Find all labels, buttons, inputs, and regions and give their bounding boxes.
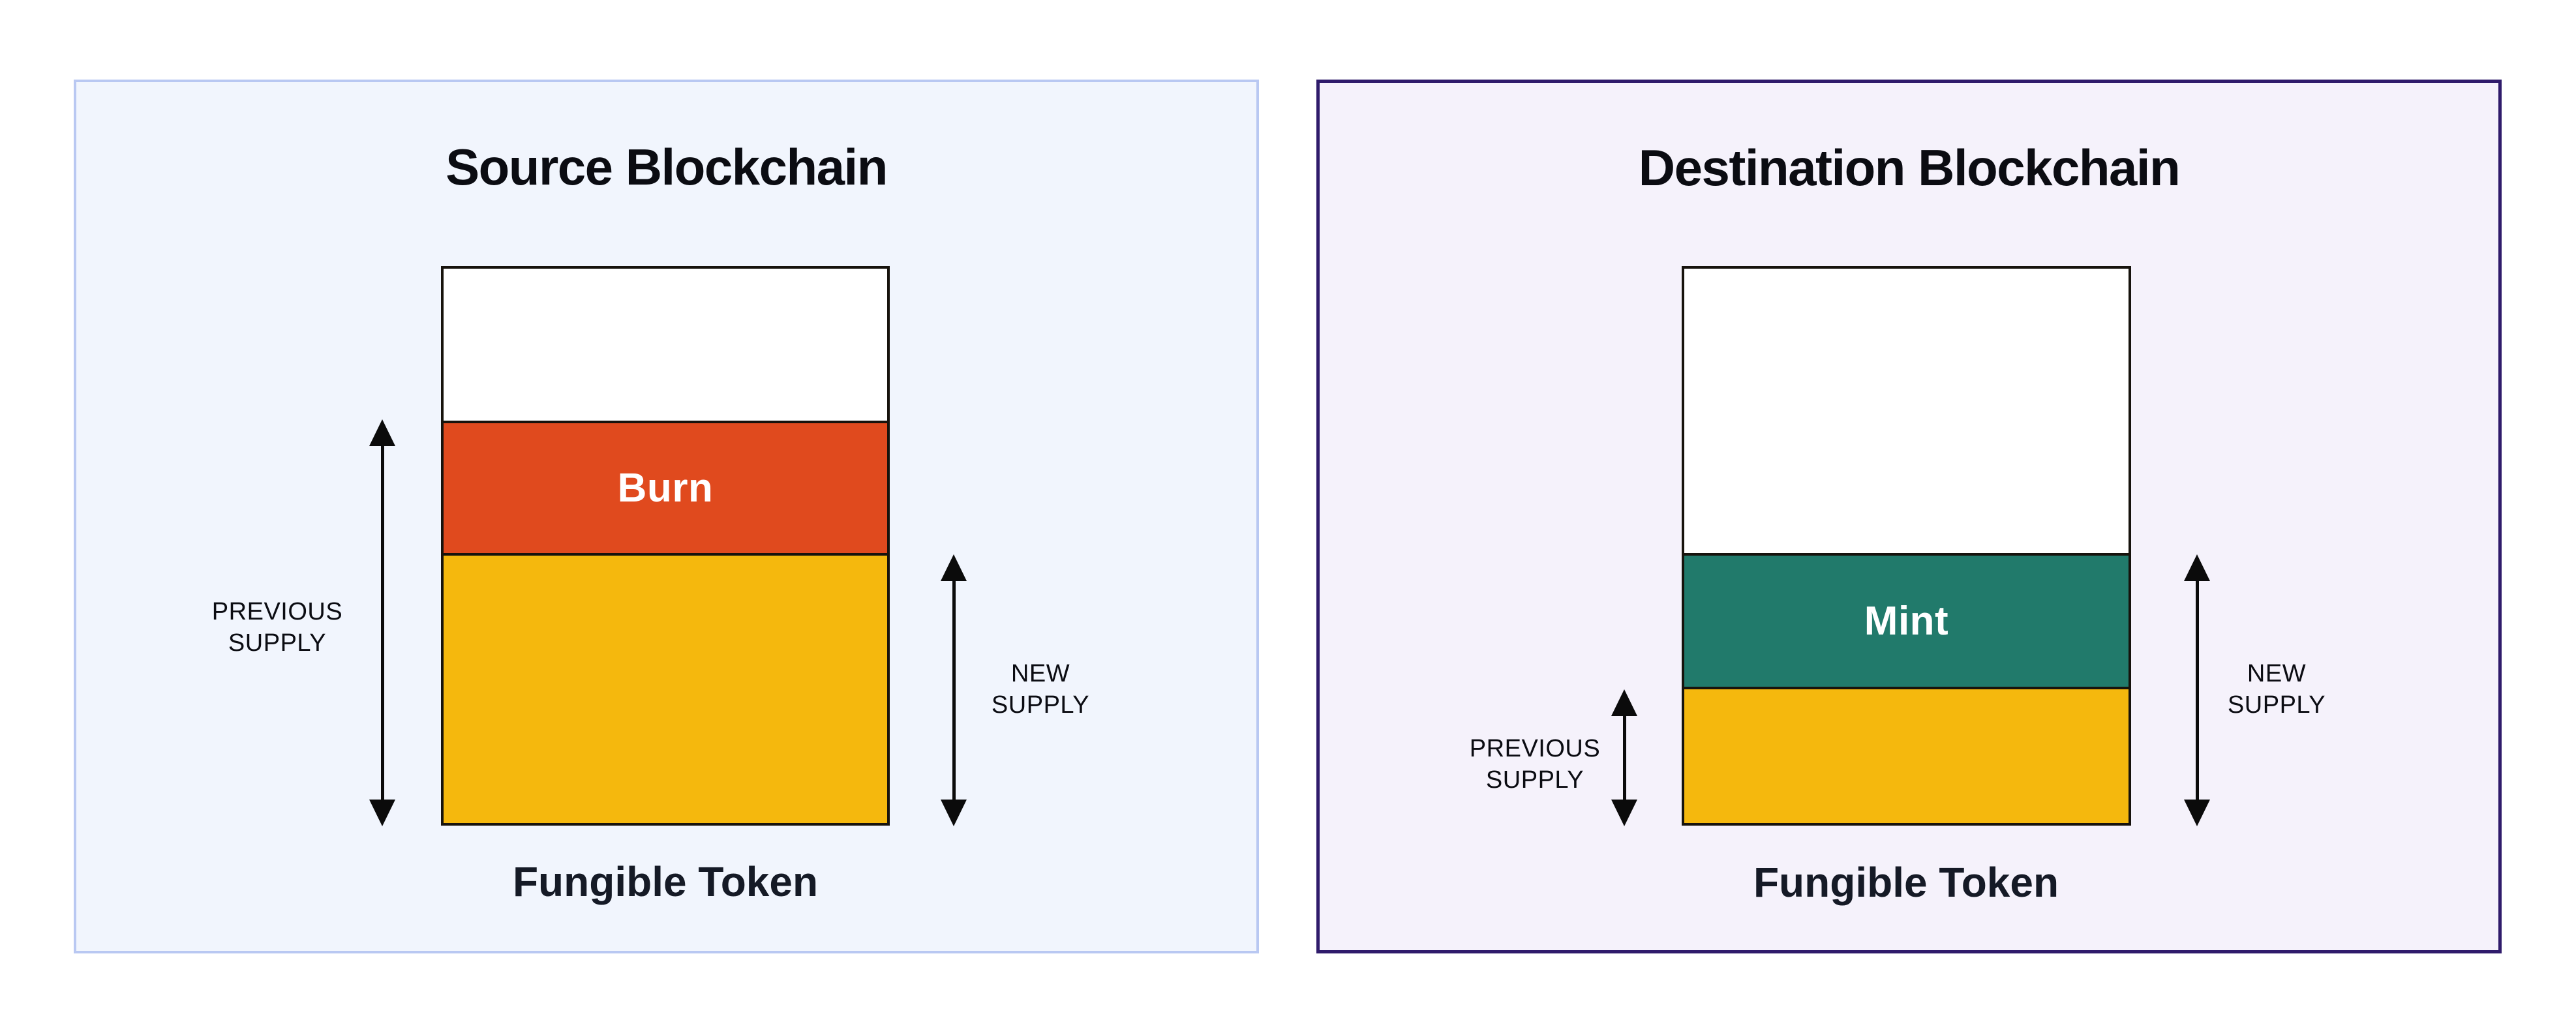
source-new-supply-label: NEW SUPPLY (992, 658, 1089, 721)
source-segment-headroom (444, 269, 887, 421)
arrow-shaft (952, 581, 956, 800)
label-line: SUPPLY (228, 629, 327, 657)
arrow-head-down-icon (941, 800, 967, 826)
destination-previous-supply-label: PREVIOUS SUPPLY (1470, 733, 1600, 796)
label-line: PREVIOUS (1469, 734, 1601, 762)
label-line: NEW (1010, 659, 1070, 687)
arrow-shaft (2195, 581, 2199, 800)
label-line: SUPPLY (991, 691, 1090, 719)
burn-label: Burn (617, 465, 714, 511)
destination-token-supply-box: Mint (1682, 266, 2131, 826)
destination-new-supply-label: NEW SUPPLY (2228, 658, 2326, 721)
destination-segment-mint: Mint (1684, 553, 2129, 687)
arrow-head-up-icon (369, 419, 395, 446)
source-token-supply-box: Burn (441, 266, 890, 826)
arrow-head-down-icon (2184, 800, 2210, 826)
destination-new-supply-arrow-icon (2183, 554, 2211, 826)
source-previous-supply-label: PREVIOUS SUPPLY (212, 596, 342, 659)
label-line: PREVIOUS (211, 597, 343, 625)
arrow-head-down-icon (369, 800, 395, 826)
arrow-head-up-icon (941, 554, 967, 581)
destination-panel-title: Destination Blockchain (1638, 139, 2181, 196)
source-new-supply-arrow-icon (939, 554, 968, 826)
destination-segment-headroom (1684, 269, 2129, 554)
destination-segment-previous-supply (1684, 686, 2129, 823)
destination-token-type-label: Fungible Token (1753, 859, 2059, 906)
arrow-shaft (380, 446, 384, 800)
arrow-head-up-icon (1611, 689, 1637, 716)
arrow-head-down-icon (1611, 800, 1637, 826)
arrow-head-up-icon (2184, 554, 2210, 581)
source-blockchain-panel: Source Blockchain Burn PREVIOUS SUPPLY N… (74, 80, 1259, 953)
mint-label: Mint (1864, 598, 1949, 644)
source-segment-burn: Burn (444, 420, 887, 554)
source-token-type-label: Fungible Token (512, 858, 819, 905)
arrow-shaft (1622, 716, 1626, 800)
label-line: NEW (2247, 659, 2307, 687)
source-panel-title: Source Blockchain (446, 138, 888, 196)
destination-previous-supply-arrow-icon (1610, 689, 1639, 826)
source-previous-supply-arrow-icon (368, 419, 397, 826)
destination-blockchain-panel: Destination Blockchain Mint PREVIOUS SUP… (1316, 80, 2502, 953)
label-line: SUPPLY (2227, 691, 2326, 719)
label-line: SUPPLY (1485, 766, 1584, 794)
source-segment-remaining-supply (444, 553, 887, 823)
